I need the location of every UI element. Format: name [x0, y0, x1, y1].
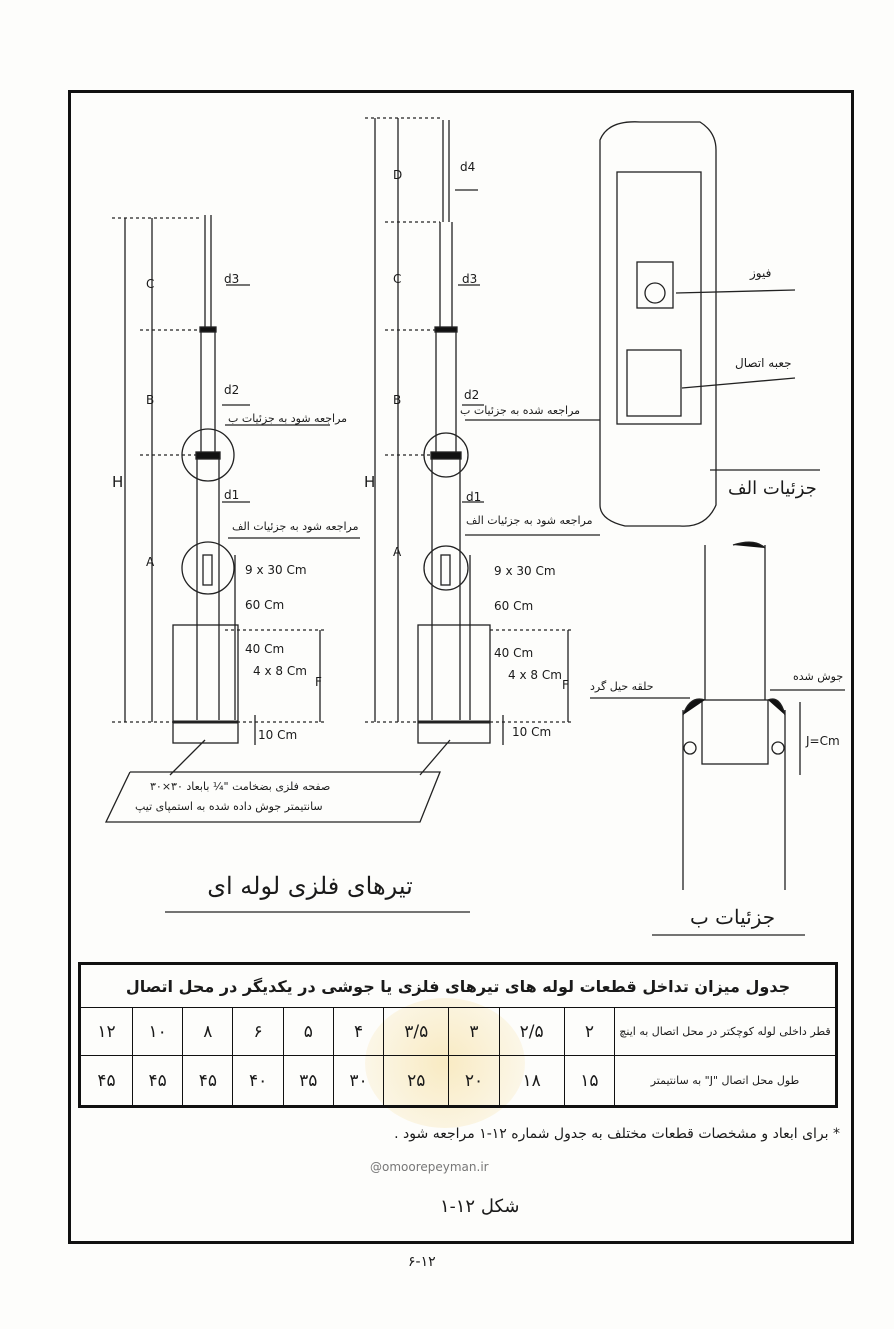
table-cell: ۴۵ [79, 1055, 133, 1107]
table-cell: ۱۵ [563, 1055, 616, 1107]
table-cell: ۲۰ [448, 1055, 500, 1107]
pole1-dim-slot: 9 x 30 Cm [245, 563, 307, 577]
pole2-dim-slot: 9 x 30 Cm [494, 564, 556, 578]
pole-2 [365, 117, 600, 745]
pole1-dim-10: 10 Cm [258, 728, 298, 742]
table-row: طول محل اتصال "J" به سانتیمتر ۱۵ ۱۸ ۲۰ ۲… [79, 1055, 837, 1107]
pole1-ref-a: مراجعه شود به جزئیات الف [232, 520, 359, 533]
detail-b-ring-label: حلقه حیل گرد [590, 680, 654, 693]
pole1-dim-60: 60 Cm [245, 598, 285, 612]
pole2-label-h: H [364, 473, 376, 491]
table-cell: ۳ [448, 1006, 500, 1057]
table-cell: ۲ [563, 1006, 616, 1057]
detail-b-dim-j: J=Cm [806, 734, 840, 748]
page-number: ۶-۱۲ [408, 1254, 436, 1270]
pole1-label-d3: d3 [224, 272, 240, 286]
pole2-label-d1: d1 [466, 490, 482, 504]
pole1-label-b: B [146, 393, 155, 407]
table-cell: ۸ [182, 1006, 234, 1057]
table-cell: ۵ [282, 1006, 334, 1057]
pole-1 [112, 215, 360, 745]
detail-b-title: جزئیات ب [690, 905, 776, 929]
pole2-ref-b: مراجعه شده به جزئیات ب [460, 404, 581, 417]
pole2-dim-60: 60 Cm [494, 599, 534, 613]
table-cell: ۱۰ [131, 1006, 184, 1057]
drawing-frame [68, 90, 854, 1244]
table-row: قطر داخلی لوله کوچکتر در محل اتصال به ای… [79, 1006, 837, 1057]
detail-a-box-label: جعبه اتصال [735, 356, 792, 370]
table-cell: ۳/۵ [383, 1006, 450, 1057]
table-cell: ۱۲ [79, 1006, 133, 1057]
pole2-label-d: D [393, 168, 403, 182]
figure-caption: شکل ۱۲-۱ [440, 1196, 520, 1217]
table-cell: ۳۰ [332, 1055, 385, 1107]
table-row-header: قطر داخلی لوله کوچکتر در محل اتصال به ای… [614, 1006, 837, 1057]
table-cell: ۲/۵ [498, 1006, 565, 1057]
detail-a-title: جزئیات الف [728, 478, 817, 499]
pole2-label-b: B [393, 393, 402, 407]
table-cell: ۴۵ [182, 1055, 234, 1107]
plate-note-line1: صفحه فلزی بضخامت "¼ بابعاد ۳۰×۳۰ [150, 780, 331, 793]
table-cell: ۳۵ [282, 1055, 334, 1107]
pole2-label-f: F [562, 678, 569, 692]
pole1-label-h: H [112, 473, 124, 491]
table-cell: ۴۰ [232, 1055, 284, 1107]
pole2-dim-10: 10 Cm [512, 725, 552, 739]
pole2-label-d3: d3 [462, 272, 478, 286]
table-cell: ۶ [232, 1006, 284, 1057]
pole1-label-c: C [146, 277, 155, 291]
pole1-dim-40: 40 Cm [245, 642, 285, 656]
main-title: تیرهای فلزی لوله ای [207, 872, 413, 900]
site-watermark: @omoorepeyman.ir [370, 1160, 489, 1174]
pole2-label-d4: d4 [460, 160, 476, 174]
pole1-label-f: F [315, 675, 322, 689]
detail-a [599, 121, 820, 527]
pole2-ref-a: مراجعه شود به جزئیات الف [466, 514, 593, 527]
table-caption: جدول میزان تداخل قطعات لوله های تیرهای ف… [79, 963, 837, 1008]
footnote: * برای ابعاد و مشخصات قطعات مختلف به جدو… [394, 1126, 840, 1142]
table-row-header: طول محل اتصال "J" به سانتیمتر [614, 1055, 837, 1107]
pole1-ref-b: مراجعه شود به جزئیات ب [228, 412, 348, 425]
detail-b-weld-label: جوش شده [793, 670, 844, 683]
pole1-label-d2: d2 [224, 383, 240, 397]
table-cell: ۲۵ [383, 1055, 450, 1107]
overlap-table: جدول میزان تداخل قطعات لوله های تیرهای ف… [78, 962, 838, 1108]
pole1-label-a: A [146, 555, 155, 569]
table-cell: ۴ [332, 1006, 385, 1057]
pole2-dim-4x8: 4 x 8 Cm [508, 668, 562, 682]
detail-b [590, 541, 845, 936]
table-cell: ۱۸ [498, 1055, 565, 1107]
table-cell: ۴۵ [131, 1055, 184, 1107]
pole2-dim-40: 40 Cm [494, 646, 534, 660]
pole1-label-d1: d1 [224, 488, 240, 502]
pole2-label-c: C [393, 272, 402, 286]
pole2-label-d2: d2 [464, 388, 480, 402]
detail-a-fuse-label: فیوز [750, 266, 772, 280]
plate-note-line2: سانتیمتر جوش داده شده به استمپای تیپ [135, 800, 323, 813]
pole1-dim-4x8: 4 x 8 Cm [253, 664, 307, 678]
pole2-label-a: A [393, 545, 402, 559]
